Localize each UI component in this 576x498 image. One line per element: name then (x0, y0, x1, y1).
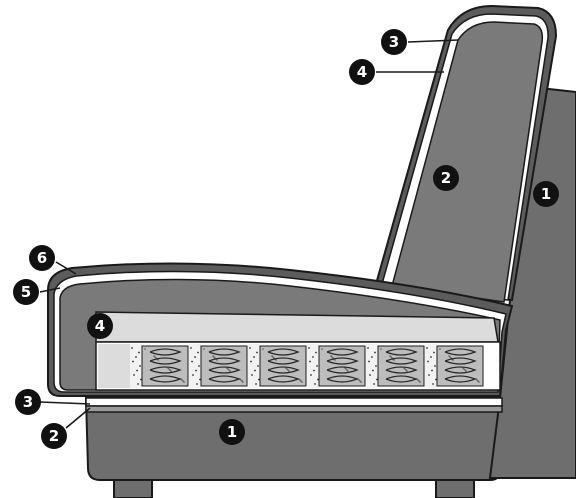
callout-c3-base: 3 (15, 389, 41, 415)
callout-label: 2 (49, 427, 59, 445)
leader-lines (39, 39, 459, 429)
spring-pocket (307, 344, 366, 388)
base-padding-layer (85, 405, 503, 413)
callout-label: 1 (541, 185, 551, 203)
callout-label: 1 (227, 423, 237, 441)
callout-c2-back: 2 (433, 165, 459, 191)
pocket-spring-row (130, 344, 484, 388)
seat-foam-layer (95, 311, 499, 343)
spring-pocket (366, 344, 425, 388)
back-cushion-fill (391, 21, 544, 303)
callout-label: 2 (441, 169, 451, 187)
callout-c4-seat: 4 (87, 313, 113, 339)
callout-c6-seat: 6 (29, 245, 55, 271)
callout-c5-seat: 5 (13, 279, 39, 305)
callout-label: 3 (389, 33, 399, 51)
callout-label: 6 (37, 249, 47, 267)
callout-c1-base: 1 (219, 419, 245, 445)
spring-pocket (248, 344, 307, 388)
callout-label: 4 (357, 63, 367, 81)
callout-c1-back: 1 (533, 181, 559, 207)
base-white-layer (85, 397, 503, 407)
callout-label: 4 (95, 317, 105, 335)
callout-c4-back: 4 (349, 59, 375, 85)
spring-pocket (425, 344, 484, 388)
callout-label: 3 (23, 393, 33, 411)
spring-pocket (130, 344, 189, 388)
callout-label: 5 (21, 283, 31, 301)
callout-c2-base: 2 (41, 423, 67, 449)
callout-c3-back: 3 (381, 29, 407, 55)
spring-pocket (189, 344, 248, 388)
